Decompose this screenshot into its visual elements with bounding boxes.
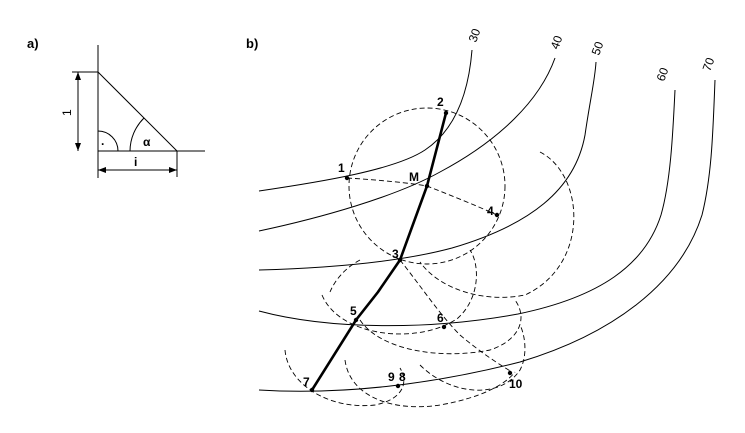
hypotenuse (97, 71, 178, 152)
point-label-8: 8 (399, 370, 406, 384)
point-label-5: 5 (350, 304, 357, 318)
point-dot-3 (397, 257, 403, 263)
contour-label-70: 70 (700, 55, 718, 73)
contour-label-60: 60 (654, 65, 672, 83)
right-angle-dot: · (101, 137, 105, 151)
point-dot-2 (443, 110, 449, 116)
height-arrow-top (75, 72, 81, 80)
point-label-1: 1 (338, 161, 345, 175)
construction-arc-10 (419, 324, 526, 391)
contour-line-60 (258, 89, 676, 327)
construction-circle-m (348, 107, 506, 265)
panel-b-label: b) (246, 36, 258, 51)
contour-label-30: 30 (466, 26, 484, 44)
construction-arc-4 (419, 151, 575, 298)
panel-a-label: a) (27, 36, 39, 51)
contour-label-40: 40 (548, 33, 566, 51)
alignment-line-3-10 (399, 259, 513, 373)
contour-line-40 (258, 57, 556, 232)
alpha-angle-arc (129, 117, 145, 152)
contour-line-50 (258, 61, 597, 271)
base-label: i (134, 155, 137, 169)
base-arrow-left (98, 167, 106, 173)
right-angle-arc (97, 130, 119, 152)
base-arrow-right (169, 167, 177, 173)
point-label-10: 10 (509, 377, 523, 391)
point-label-7: 7 (303, 375, 310, 389)
height-arrow-bottom (75, 143, 81, 151)
point-dot-5 (353, 317, 359, 323)
point-dot-10 (507, 370, 513, 376)
point-label-m: M (409, 170, 419, 184)
point-label-6: 6 (437, 311, 444, 325)
panel-b: b) 30 40 50 60 70 (246, 26, 718, 408)
point-dot-m (424, 183, 430, 189)
point-dot-9 (395, 383, 401, 389)
route-line (310, 111, 448, 392)
point-label-9: 9 (388, 370, 395, 384)
point-dot-6 (441, 324, 447, 330)
construction-arc-7 (284, 349, 405, 407)
point-dot-7 (309, 387, 315, 393)
panel-a: a) 1 i · α (27, 36, 205, 178)
alpha-label: α (143, 135, 151, 149)
construction-arc-6 (359, 299, 522, 355)
construction-arc-3-left (329, 259, 361, 293)
contour-line-70 (258, 79, 716, 392)
point-dot-4 (494, 212, 500, 218)
construction-arc-8 (344, 359, 516, 408)
point-label-3: 3 (392, 247, 399, 261)
point-label-4: 4 (487, 204, 494, 218)
contour-label-50: 50 (589, 39, 607, 57)
contour-line-30 (258, 49, 473, 192)
height-label: 1 (60, 109, 74, 116)
point-dot-1 (344, 175, 350, 181)
point-label-2: 2 (437, 95, 444, 109)
